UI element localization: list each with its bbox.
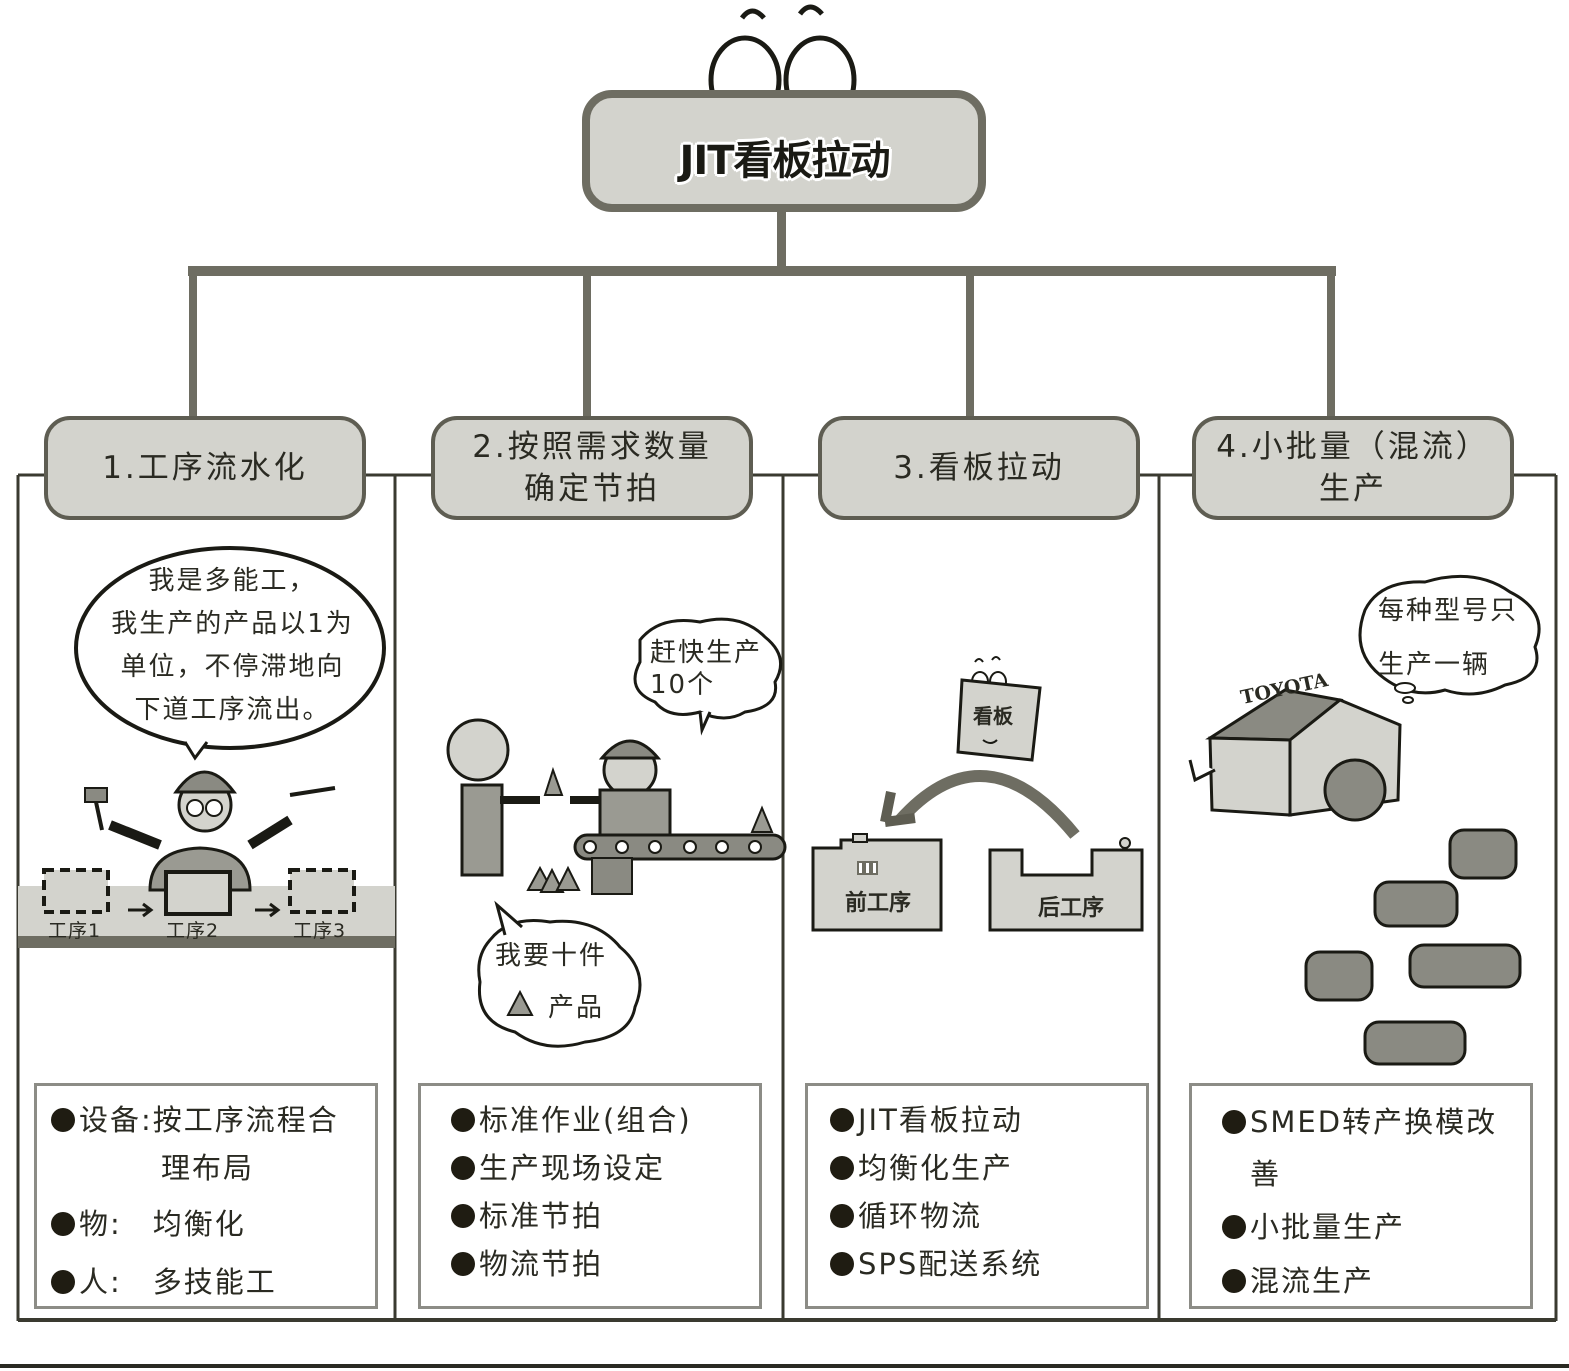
worker-speech-bubble: 我是多能工， 我生产的产品以1为 单位，不停滞地向 下道工序流出。 bbox=[100, 560, 365, 732]
column-heading-text: 生产 bbox=[1319, 471, 1387, 507]
bubble-line: 生产一辆 bbox=[1378, 650, 1491, 680]
bullet-label: 人: 多技能工 bbox=[79, 1265, 277, 1299]
bullet-label: 设备:按工序流程合 bbox=[79, 1103, 339, 1137]
bullet-dot-icon bbox=[830, 1204, 854, 1228]
bullet-dot-icon bbox=[51, 1270, 75, 1294]
bullet-item: 标准节拍 bbox=[451, 1192, 745, 1240]
bubble-line: 我生产的产品以1为 bbox=[111, 609, 354, 639]
bullet-item: JIT看板拉动 bbox=[830, 1096, 1132, 1144]
bullet-item: SMED转产换模改善 bbox=[1222, 1096, 1516, 1200]
triangle-product-icon bbox=[506, 989, 534, 1016]
bullet-label: 标准作业(组合) bbox=[479, 1103, 692, 1137]
process-label-2: 工序2 bbox=[166, 920, 220, 942]
bullet-dot-icon bbox=[451, 1108, 475, 1132]
bullet-dot-icon bbox=[1222, 1215, 1246, 1239]
bullet-label: 物流节拍 bbox=[479, 1247, 604, 1281]
bullet-label: 均衡化生产 bbox=[858, 1151, 1014, 1185]
order-speech-bubble: 赶快生产 10个 bbox=[650, 637, 762, 701]
bullet-item: 标准作业(组合) bbox=[451, 1096, 745, 1144]
bullet-label: JIT看板拉动 bbox=[858, 1103, 1023, 1137]
column-heading-3: 3.看板拉动 bbox=[818, 416, 1140, 520]
bullet-item: 设备:按工序流程合理布局 bbox=[51, 1096, 361, 1192]
bullet-item: 物流节拍 bbox=[451, 1240, 745, 1288]
bullet-dot-icon bbox=[830, 1252, 854, 1276]
bullet-dot-icon bbox=[451, 1156, 475, 1180]
bubble-line: 我要十件 bbox=[495, 941, 608, 971]
bullet-dot-icon bbox=[1222, 1269, 1246, 1293]
mixed-model-illustration bbox=[1188, 574, 1541, 1066]
bullet-item: 小批量生产 bbox=[1222, 1200, 1516, 1254]
bullet-label: 循环物流 bbox=[858, 1199, 983, 1233]
root-node bbox=[582, 90, 986, 212]
bullet-dot-icon bbox=[451, 1252, 475, 1276]
bubble-line: 我是多能工， bbox=[148, 566, 317, 596]
bullet-label: 标准节拍 bbox=[479, 1199, 604, 1233]
request-speech-bubble: 我要十件 bbox=[495, 935, 607, 978]
bullet-dot-icon bbox=[830, 1156, 854, 1180]
bullet-label: 生产现场设定 bbox=[479, 1151, 666, 1185]
multi-skill-worker-illustration bbox=[18, 546, 395, 948]
bullet-label: 小批量生产 bbox=[1250, 1210, 1406, 1244]
tree-connectors bbox=[188, 212, 1336, 418]
downstream-process-label: 后工序 bbox=[1038, 896, 1105, 921]
bullet-item: 物: 均衡化 bbox=[51, 1200, 361, 1248]
bullet-dot-icon bbox=[51, 1108, 75, 1132]
upstream-process-label: 前工序 bbox=[845, 891, 912, 916]
bullet-dot-icon bbox=[1222, 1110, 1246, 1134]
bullet-box-1: 设备:按工序流程合理布局 物: 均衡化 人: 多技能工 bbox=[34, 1083, 378, 1309]
bullet-label: 混流生产 bbox=[1250, 1264, 1375, 1298]
bullet-dot-icon bbox=[830, 1108, 854, 1132]
bubble-line: 每种型号只 bbox=[1378, 596, 1519, 626]
bullet-box-4: SMED转产换模改善 小批量生产 混流生产 bbox=[1189, 1083, 1533, 1309]
kanban-pull-illustration bbox=[811, 656, 1144, 932]
bullet-item: 生产现场设定 bbox=[451, 1144, 745, 1192]
bullet-label: 物: 均衡化 bbox=[79, 1207, 246, 1241]
factory-thought-bubble: 每种型号只 生产一辆 bbox=[1378, 584, 1518, 692]
bullet-continuation: 善 bbox=[1250, 1157, 1282, 1191]
bubble-line: 单位，不停滞地向 bbox=[120, 652, 345, 682]
bullet-item: 人: 多技能工 bbox=[51, 1258, 361, 1306]
bullet-item: 均衡化生产 bbox=[830, 1144, 1132, 1192]
bullet-continuation: 理布局 bbox=[161, 1151, 255, 1185]
demand-takt-illustration bbox=[446, 617, 787, 1048]
kanban-card-label: 看板 bbox=[973, 704, 1013, 728]
root-title: JIT看板拉动 bbox=[679, 138, 890, 184]
bullet-dot-icon bbox=[451, 1204, 475, 1228]
bullet-label: SPS配送系统 bbox=[858, 1247, 1043, 1281]
bubble-line: 下道工序流出。 bbox=[134, 695, 331, 725]
bubble-line: 10个 bbox=[650, 670, 716, 700]
column-heading-text: 4.小批量（混流） bbox=[1216, 429, 1490, 465]
column-heading-text: 3.看板拉动 bbox=[893, 450, 1065, 486]
bubble-line: 赶快生产 bbox=[650, 638, 763, 668]
column-heading-4: 4.小批量（混流） 生产 bbox=[1192, 416, 1514, 520]
column-heading-text: 确定节拍 bbox=[524, 471, 660, 507]
bullet-box-3: JIT看板拉动 均衡化生产 循环物流 SPS配送系统 bbox=[805, 1083, 1149, 1309]
bullet-item: 混流生产 bbox=[1222, 1254, 1516, 1308]
column-heading-text: 1.工序流水化 bbox=[102, 450, 308, 486]
column-heading-2: 2.按照需求数量 确定节拍 bbox=[431, 416, 753, 520]
bullet-item: 循环物流 bbox=[830, 1192, 1132, 1240]
bullet-dot-icon bbox=[51, 1212, 75, 1236]
bullet-item: SPS配送系统 bbox=[830, 1240, 1132, 1288]
process-label-3: 工序3 bbox=[293, 920, 347, 942]
bullet-box-2: 标准作业(组合) 生产现场设定 标准节拍 物流节拍 bbox=[418, 1083, 762, 1309]
product-legend-label: 产品 bbox=[548, 993, 605, 1023]
column-heading-1: 1.工序流水化 bbox=[44, 416, 366, 520]
column-heading-text: 2.按照需求数量 bbox=[472, 429, 712, 465]
bullet-label: SMED转产换模改 bbox=[1250, 1105, 1498, 1139]
process-label-1: 工序1 bbox=[48, 920, 102, 942]
